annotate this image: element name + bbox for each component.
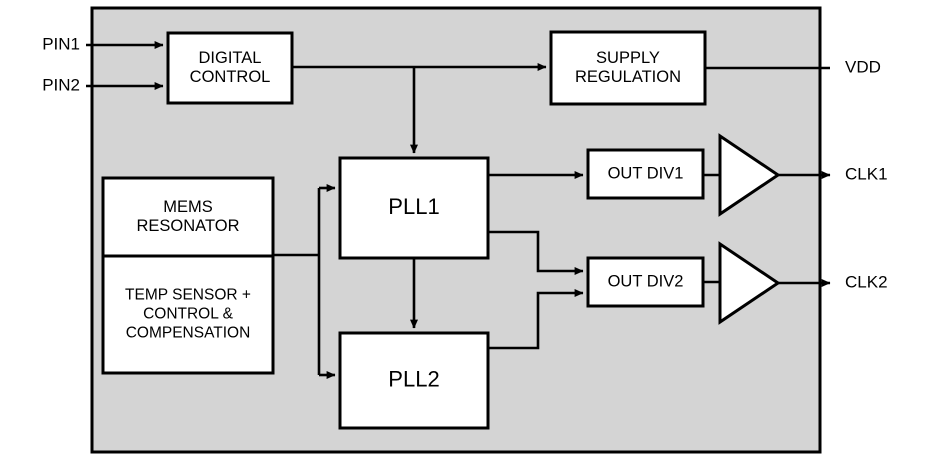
out-div2-block-rect [586, 256, 705, 308]
temp-sensor-control-compensation-block-text-line-3: COMPENSATION [126, 325, 251, 342]
mems-resonator-block-text-line-1: MEMS [163, 198, 213, 216]
digital-control-block-text-line-2: CONTROL [190, 68, 271, 86]
wires-layer [86, 41, 831, 379]
out-div2-block: OUT DIV2 [586, 256, 705, 308]
clk1-label: CLK1 [845, 164, 888, 183]
temp-sensor-control-compensation-block-rect [101, 254, 275, 375]
digital-control-block-rect [166, 31, 294, 105]
pll1-block-rect [338, 156, 490, 260]
pll2-block-text-line-1: PLL2 [388, 366, 439, 391]
pin2-label: PIN2 [42, 75, 80, 94]
supply-regulation-block-rect [549, 30, 707, 106]
temp-sensor-control-compensation-block: TEMP SENSOR + CONTROL & COMPENSATION [101, 254, 275, 375]
vdd-label: VDD [845, 57, 881, 76]
out-div1-block-rect [586, 148, 705, 200]
supply-regulation-block-text-line-1: SUPPLY [596, 49, 660, 67]
mems-resonator-block-text-line-2: RESONATOR [137, 217, 240, 235]
temp-sensor-control-compensation-block-text-line-1: TEMP SENSOR + [125, 287, 251, 304]
out-div1-block: OUT DIV1 [586, 148, 705, 200]
pll2-block: PLL2 [338, 331, 490, 430]
temp-sensor-control-compensation-block-text-line-2: CONTROL & [143, 306, 234, 323]
pll2-block-rect [338, 331, 490, 430]
clk2-label: CLK2 [845, 272, 888, 291]
wire-pll2-to-out-div2 [488, 289, 584, 350]
wire-pll1-to-out-div2 [488, 230, 584, 275]
digital-control-block-text-line-1: DIGITAL [199, 49, 262, 67]
pin1-label: PIN1 [42, 34, 80, 53]
out-div1-block-text-line-1: OUT DIV1 [608, 164, 684, 182]
buffers-layer [718, 133, 781, 325]
out-div2-block-text-line-1: OUT DIV2 [608, 272, 684, 290]
supply-regulation-block-text-line-2: REGULATION [575, 68, 681, 86]
output-buffer-clk2 [718, 241, 781, 325]
pll1-block: PLL1 [338, 156, 490, 260]
pll1-block-text-line-1: PLL1 [388, 194, 439, 219]
output-buffer-clk1 [718, 133, 781, 217]
